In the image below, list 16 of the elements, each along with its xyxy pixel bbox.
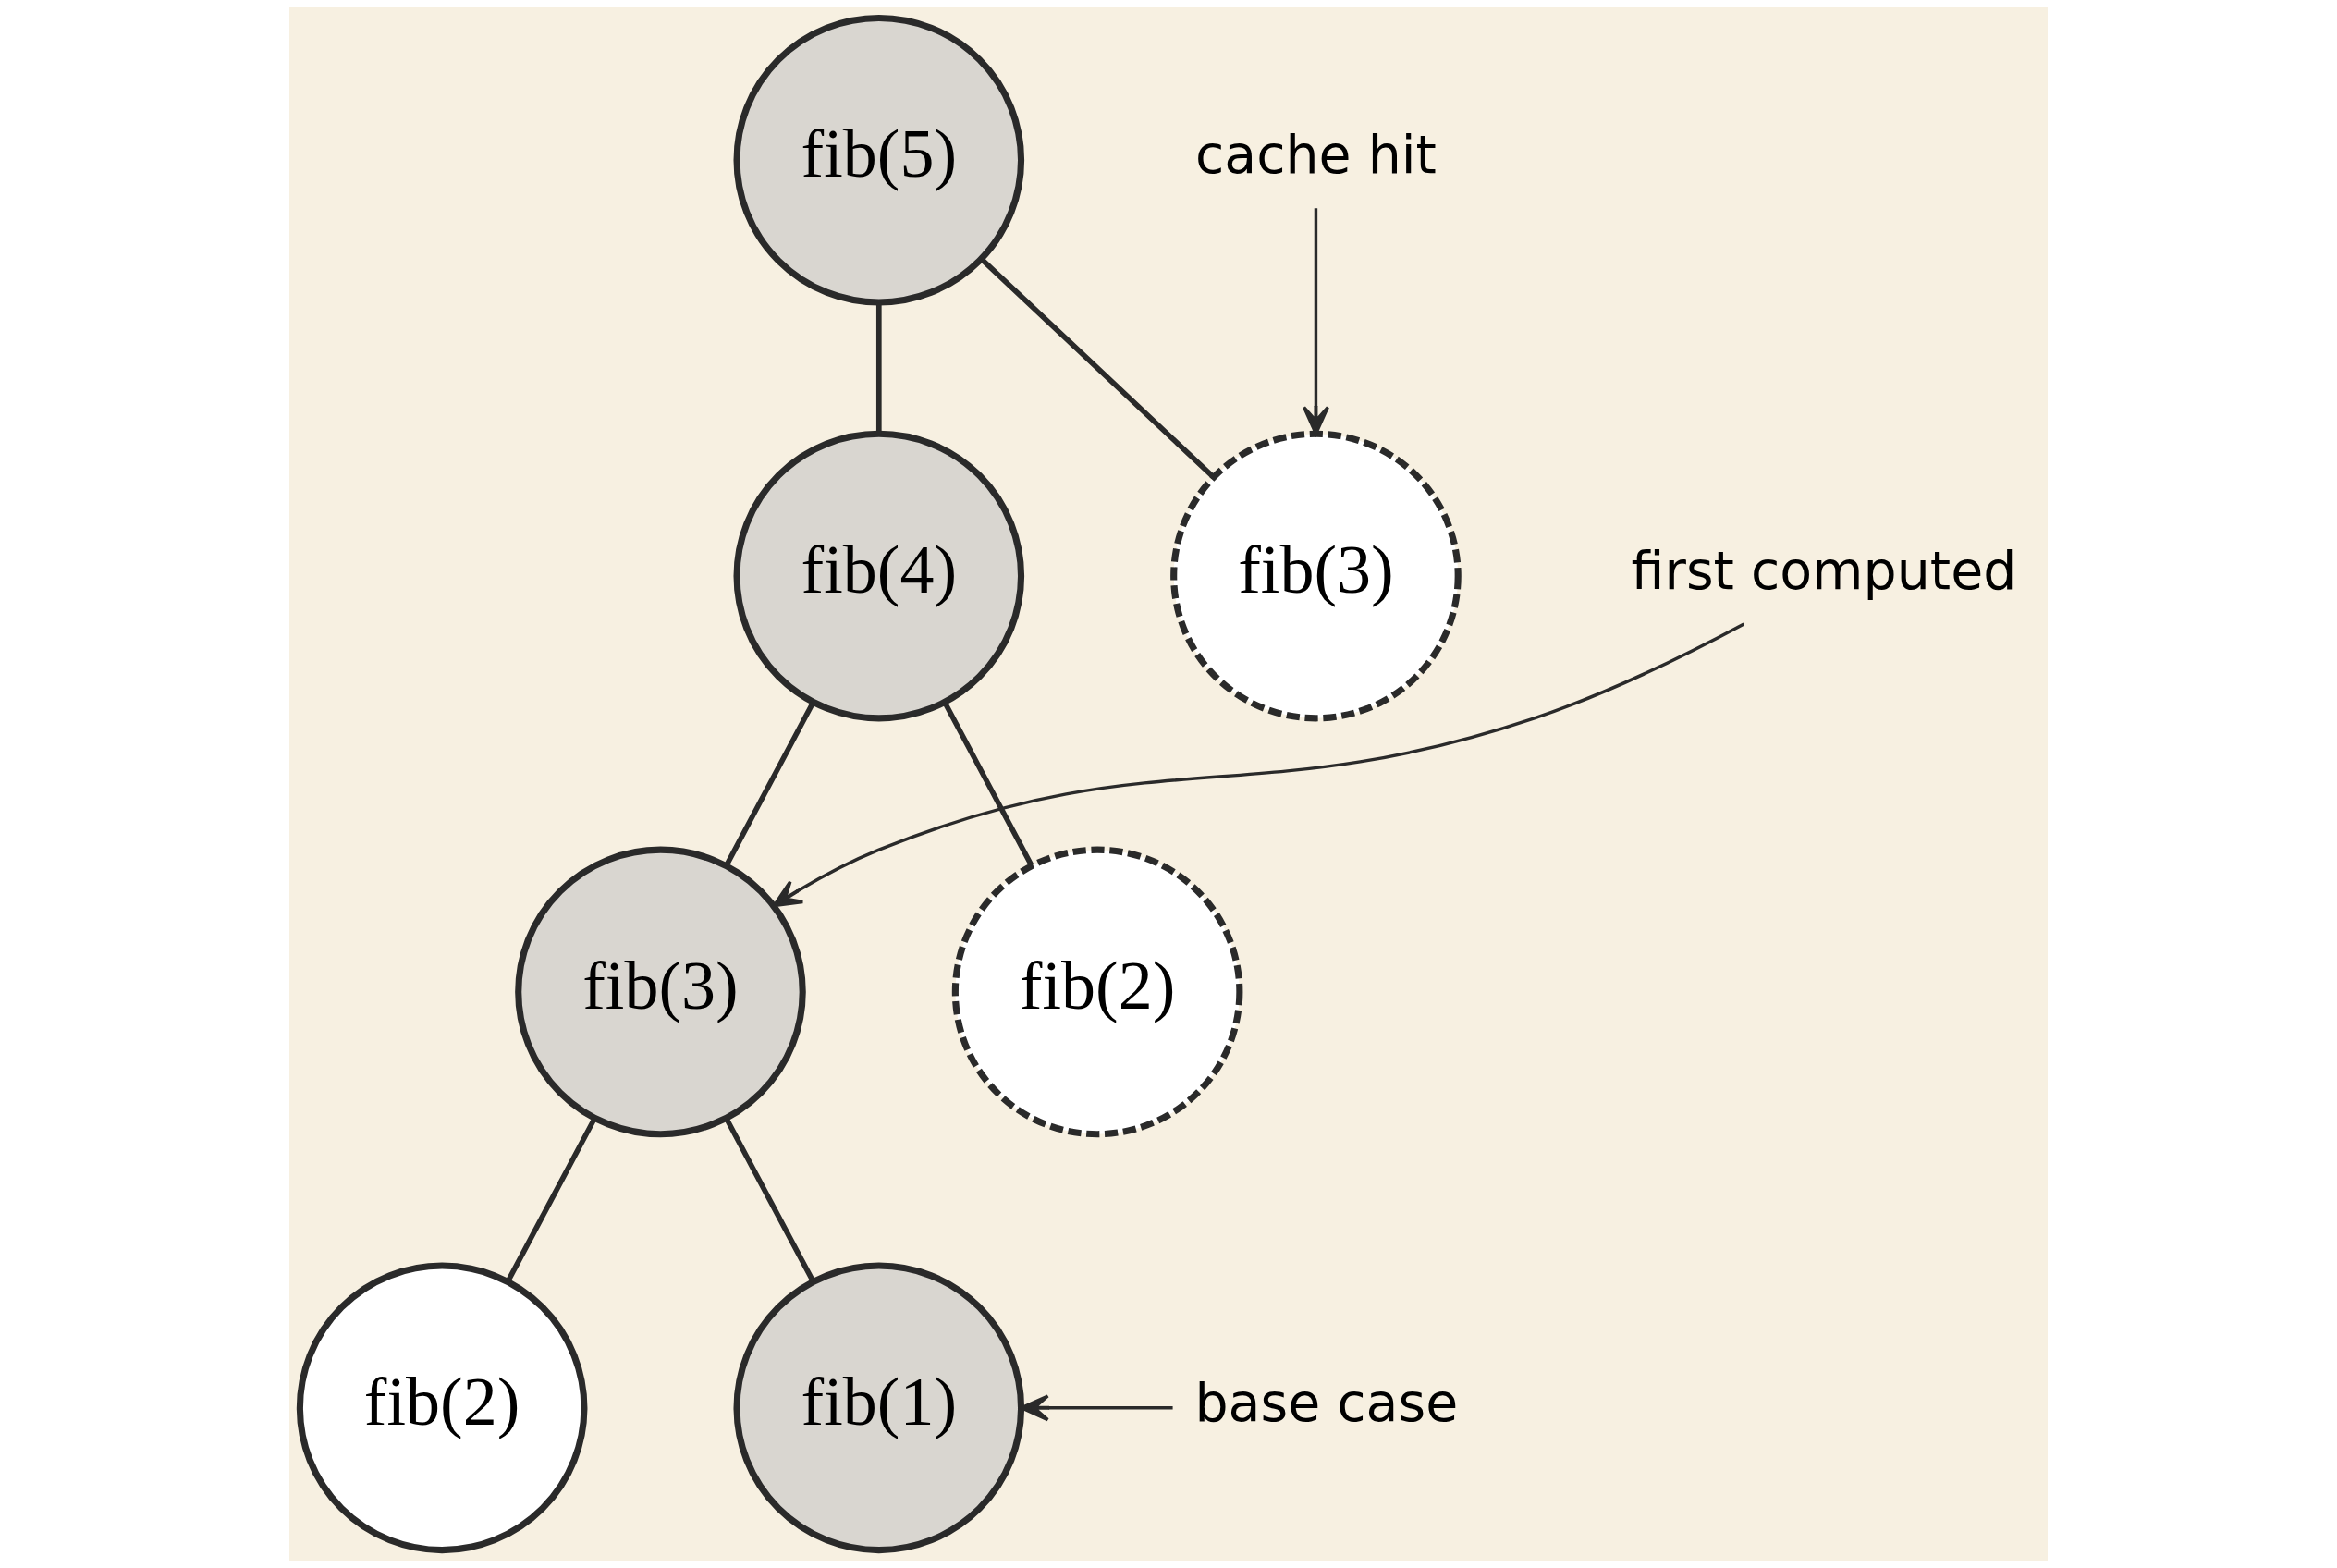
- arrow: [772, 622, 1745, 908]
- node-circle: fib(4): [733, 430, 1025, 722]
- node-circle: fib(2): [296, 1262, 588, 1554]
- connector: [724, 1117, 815, 1283]
- connector: [979, 257, 1216, 480]
- node-circle: fib(2): [951, 846, 1243, 1138]
- node-text: cache hit: [1194, 124, 1437, 186]
- node-circle: fib(3): [1170, 430, 1462, 722]
- node-circle: fib(5): [733, 14, 1025, 306]
- connector: [942, 702, 1034, 867]
- node-text: base case: [1194, 1372, 1459, 1434]
- node-circle: fib(1): [733, 1262, 1025, 1554]
- node-text: first computed: [1631, 540, 2017, 602]
- arrow: [1302, 208, 1329, 435]
- connector: [724, 702, 815, 867]
- connector: [505, 1117, 597, 1283]
